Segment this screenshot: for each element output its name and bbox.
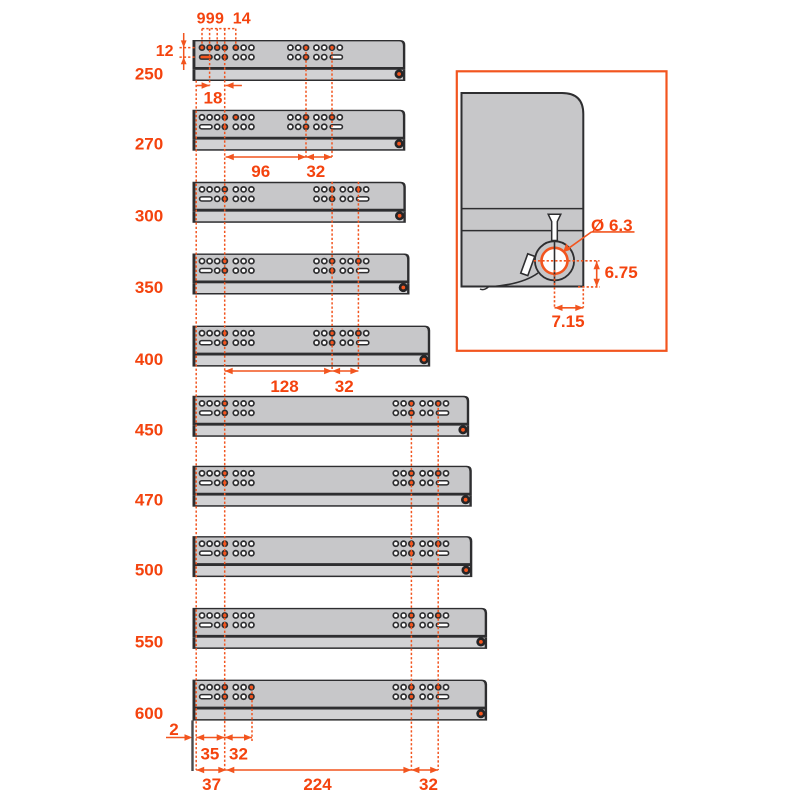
svg-text:18: 18: [204, 89, 223, 108]
svg-text:250: 250: [135, 65, 163, 84]
svg-text:35: 35: [200, 745, 219, 764]
svg-text:7.15: 7.15: [551, 312, 584, 331]
svg-text:300: 300: [135, 206, 163, 225]
svg-text:37: 37: [202, 775, 221, 794]
svg-text:600: 600: [135, 704, 163, 723]
svg-text:2: 2: [169, 720, 178, 739]
svg-text:14: 14: [233, 10, 251, 27]
svg-text:500: 500: [135, 561, 163, 580]
svg-text:224: 224: [303, 775, 332, 794]
svg-text:350: 350: [135, 278, 163, 297]
svg-text:6.75: 6.75: [605, 263, 638, 282]
svg-text:12: 12: [156, 43, 174, 60]
svg-text:400: 400: [135, 350, 163, 369]
svg-text:32: 32: [229, 745, 248, 764]
svg-text:470: 470: [135, 490, 163, 509]
svg-text:128: 128: [270, 377, 298, 396]
svg-text:32: 32: [419, 775, 438, 794]
svg-text:Ø 6.3: Ø 6.3: [591, 216, 633, 235]
svg-text:999: 999: [197, 10, 225, 27]
svg-text:270: 270: [135, 134, 163, 153]
svg-text:450: 450: [135, 420, 163, 439]
svg-text:32: 32: [306, 162, 325, 181]
svg-text:96: 96: [251, 162, 270, 181]
svg-text:550: 550: [135, 633, 163, 652]
svg-text:32: 32: [335, 377, 354, 396]
